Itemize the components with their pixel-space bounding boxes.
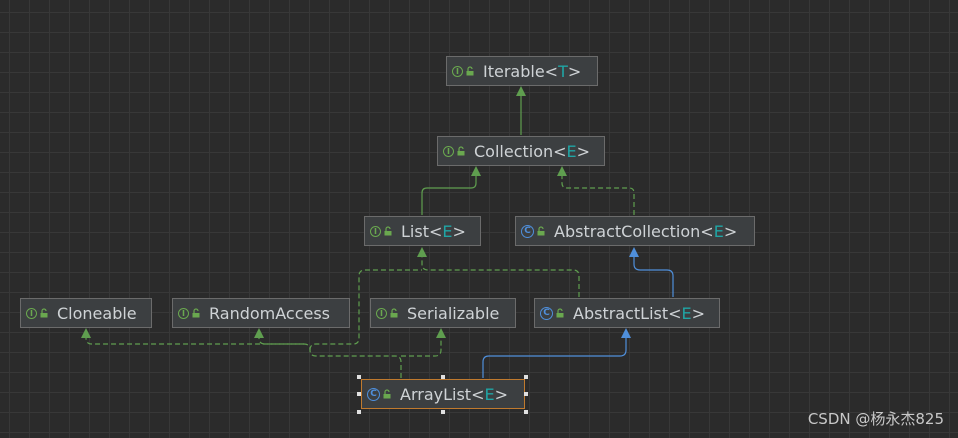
node-label: List<E> bbox=[401, 221, 466, 241]
watermark: CSDN @杨永杰825 bbox=[807, 410, 944, 428]
class-icon: C bbox=[367, 387, 380, 401]
arrow-abstractlist-to-list bbox=[417, 247, 427, 257]
edge-arraylist-serializable bbox=[401, 334, 442, 357]
edge-arraylist-list bbox=[309, 269, 422, 351]
edge-arraylist-randomaccess bbox=[258, 334, 304, 345]
arrow-to-cloneable bbox=[81, 328, 91, 338]
arrow-to-randomaccess bbox=[254, 328, 264, 338]
node-label: Cloneable bbox=[57, 303, 137, 323]
lock-icon bbox=[384, 226, 392, 236]
selection-handle-bottom-middle[interactable] bbox=[441, 410, 445, 414]
lock-icon bbox=[537, 226, 545, 236]
edge-abstractlist-list bbox=[421, 253, 580, 297]
node-abstract-collection[interactable]: C AbstractCollection<E> bbox=[515, 216, 755, 246]
class-icon: C bbox=[521, 224, 534, 238]
node-label: RandomAccess bbox=[209, 303, 331, 323]
node-serializable[interactable]: I Serializable bbox=[370, 298, 516, 328]
arrow-abstractlist-to-abstractcollection bbox=[629, 247, 639, 257]
type-parameter: T bbox=[558, 61, 568, 81]
node-label: AbstractCollection<E> bbox=[554, 221, 738, 241]
type-parameter: E bbox=[713, 221, 724, 241]
type-parameter: E bbox=[484, 384, 495, 404]
node-label: Collection<E> bbox=[474, 141, 591, 161]
edge-arraylist-abstractlist bbox=[482, 334, 627, 378]
lock-icon bbox=[192, 308, 200, 318]
selection-handle-top-left[interactable] bbox=[357, 375, 361, 379]
selection-handle-bottom-left[interactable] bbox=[357, 410, 361, 414]
node-label: AbstractList<E> bbox=[573, 303, 706, 323]
lock-icon bbox=[556, 308, 564, 318]
selection-handle-middle-right[interactable] bbox=[524, 392, 528, 396]
type-parameter: E bbox=[566, 141, 577, 161]
node-iterable[interactable]: I Iterable<T> bbox=[446, 56, 598, 86]
interface-icon: I bbox=[26, 307, 37, 319]
interface-icon: I bbox=[376, 307, 387, 319]
edge-arraylist-cloneable bbox=[85, 334, 402, 378]
class-icon: C bbox=[540, 306, 553, 320]
node-label: ArrayList<E> bbox=[400, 384, 508, 404]
node-array-list[interactable]: C ArrayList<E> bbox=[361, 379, 525, 409]
type-parameter: E bbox=[442, 221, 453, 241]
lock-icon bbox=[390, 308, 398, 318]
arrow-abstractcollection-to-collection bbox=[557, 166, 567, 176]
lock-icon bbox=[466, 66, 474, 76]
lock-icon bbox=[457, 146, 465, 156]
node-random-access[interactable]: I RandomAccess bbox=[172, 298, 350, 328]
edge-abstractcollection-collection bbox=[561, 172, 635, 215]
type-parameter: E bbox=[681, 303, 692, 323]
edge-abstractlist-abstractcollection bbox=[633, 253, 674, 297]
selection-handle-bottom-right[interactable] bbox=[524, 410, 528, 414]
edge-list-collection bbox=[421, 172, 477, 215]
arrow-to-iterable bbox=[516, 86, 526, 96]
lock-icon bbox=[383, 389, 391, 399]
interface-icon: I bbox=[452, 65, 463, 77]
node-label: Serializable bbox=[407, 303, 500, 323]
arrow-to-abstractlist bbox=[621, 328, 631, 338]
node-list[interactable]: I List<E> bbox=[364, 216, 481, 246]
node-abstract-list[interactable]: C AbstractList<E> bbox=[534, 298, 720, 328]
node-collection[interactable]: I Collection<E> bbox=[437, 136, 605, 166]
lock-icon bbox=[40, 308, 48, 318]
selection-handle-top-middle[interactable] bbox=[441, 375, 445, 379]
arrow-list-to-collection bbox=[471, 166, 481, 176]
interface-icon: I bbox=[178, 307, 189, 319]
node-label: Iterable<T> bbox=[483, 61, 582, 81]
interface-icon: I bbox=[443, 145, 454, 157]
selection-handle-top-right[interactable] bbox=[524, 375, 528, 379]
selection-handle-middle-left[interactable] bbox=[357, 392, 361, 396]
interface-icon: I bbox=[370, 225, 381, 237]
arrow-to-serializable bbox=[436, 328, 446, 338]
node-cloneable[interactable]: I Cloneable bbox=[20, 298, 152, 328]
